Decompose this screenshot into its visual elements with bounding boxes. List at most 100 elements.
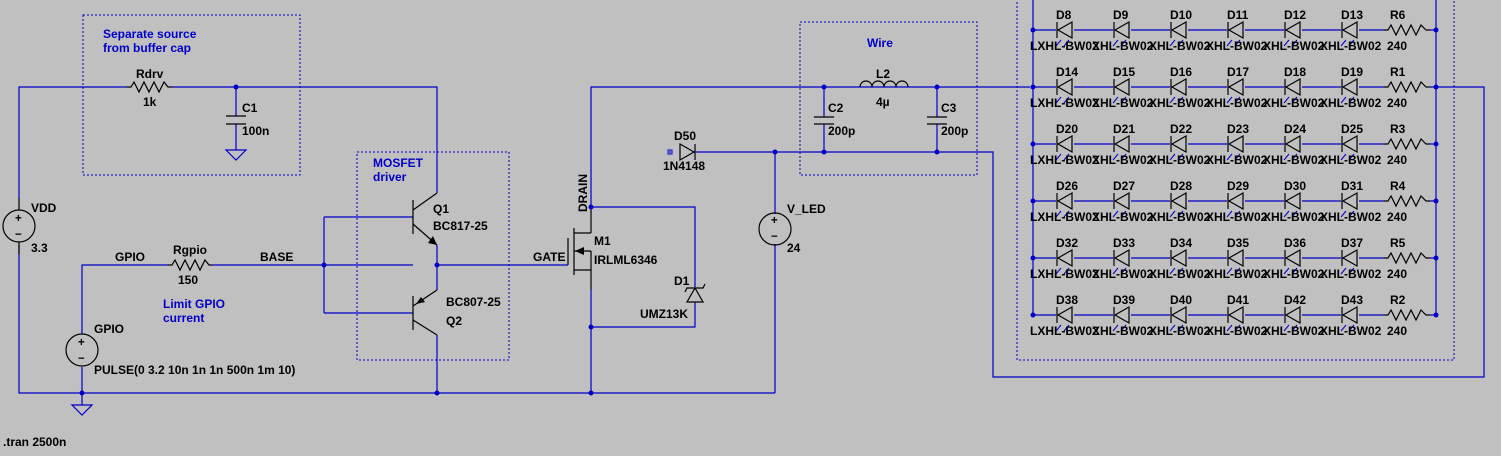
vled-name: V_LED (787, 202, 826, 216)
led-ref-label: D9 (1113, 8, 1129, 22)
d1-zener-diode[interactable] (684, 283, 706, 303)
c3-capacitor[interactable] (927, 116, 947, 125)
led-diode[interactable] (1340, 77, 1359, 104)
vdd-source[interactable]: + − (2, 198, 36, 254)
led-diode[interactable] (1112, 248, 1131, 275)
led-diode[interactable] (1169, 20, 1188, 47)
led-diode[interactable] (1055, 77, 1074, 104)
led-diode[interactable] (1169, 305, 1188, 332)
led-row-resistor[interactable] (1384, 251, 1430, 265)
led-diode[interactable] (1169, 248, 1188, 275)
led-diode[interactable] (1226, 191, 1245, 218)
led-diode[interactable] (1226, 20, 1245, 47)
c3-value: 200p (941, 124, 968, 138)
q2-transistor[interactable] (412, 289, 438, 336)
led-diode[interactable] (1226, 305, 1245, 332)
note-buffer-line2: from buffer cap (103, 41, 191, 55)
led-array: D8LXHL-BW02D9XHL-BW02D10XHL-BW02D11XHL-B… (1030, 0, 1439, 338)
led-model-label: XHL-BW02 (1206, 153, 1268, 167)
led-diode[interactable] (1112, 77, 1131, 104)
resistor-ref-label: R2 (1390, 293, 1406, 307)
resistor-value-label: 240 (1387, 153, 1407, 167)
m1-mosfet[interactable] (567, 207, 592, 290)
rdrv-resistor[interactable] (127, 80, 173, 94)
svg-text:−: − (771, 231, 778, 243)
l2-inductor[interactable] (859, 80, 909, 88)
led-diode[interactable] (1283, 134, 1302, 161)
led-diode[interactable] (1112, 191, 1131, 218)
rgpio-resistor[interactable] (168, 258, 212, 272)
d1-value: UMZ13K (640, 307, 688, 321)
led-diode[interactable] (1055, 248, 1074, 275)
led-row: D38LXHL-BW02D39XHL-BW02D40XHL-BW02D41XHL… (1030, 293, 1439, 338)
led-diode[interactable] (1055, 134, 1074, 161)
d50-diode[interactable] (667, 142, 696, 162)
led-diode[interactable] (1112, 134, 1131, 161)
led-ref-label: D38 (1056, 293, 1078, 307)
led-ref-label: D27 (1113, 179, 1135, 193)
led-ref-label: D42 (1284, 293, 1306, 307)
q1-name: Q1 (433, 202, 449, 216)
c3-name: C3 (941, 101, 957, 115)
l2-value: 4µ (876, 95, 890, 109)
led-diode[interactable] (1283, 305, 1302, 332)
led-model-label: XHL-BW02 (1149, 210, 1211, 224)
led-model-label: LXHL-BW02 (1030, 153, 1099, 167)
net-label-gate: GATE (533, 250, 565, 264)
led-diode[interactable] (1283, 248, 1302, 275)
led-diode[interactable] (1169, 191, 1188, 218)
led-row-resistor[interactable] (1384, 137, 1430, 151)
led-diode[interactable] (1112, 20, 1131, 47)
note-driver-line1: MOSFET (373, 156, 424, 170)
led-model-label: LXHL-BW02 (1030, 267, 1099, 281)
led-ref-label: D24 (1284, 122, 1306, 136)
led-diode[interactable] (1340, 305, 1359, 332)
svg-text:−: − (78, 353, 85, 365)
resistor-value-label: 240 (1387, 267, 1407, 281)
led-diode[interactable] (1226, 248, 1245, 275)
svg-text:−: − (15, 229, 22, 241)
led-row: D32LXHL-BW02D33XHL-BW02D34XHL-BW02D35XHL… (1030, 236, 1439, 281)
vdd-name: VDD (31, 201, 57, 215)
led-ref-label: D33 (1113, 236, 1135, 250)
led-row-resistor[interactable] (1384, 308, 1430, 322)
led-row-resistor[interactable] (1384, 23, 1430, 37)
led-diode[interactable] (1340, 20, 1359, 47)
led-diode[interactable] (1283, 191, 1302, 218)
resistor-ref-label: R3 (1390, 122, 1406, 136)
led-model-label: XHL-BW02 (1206, 96, 1268, 110)
net-label-gpio: GPIO (115, 250, 145, 264)
ground-symbol-c1 (224, 149, 248, 161)
led-diode[interactable] (1169, 134, 1188, 161)
gpio-source[interactable]: + − (65, 333, 99, 367)
q1-transistor[interactable] (412, 192, 438, 246)
led-diode[interactable] (1055, 191, 1074, 218)
led-row: D20LXHL-BW02D21XHL-BW02D22XHL-BW02D23XHL… (1030, 122, 1439, 167)
led-ref-label: D39 (1113, 293, 1135, 307)
vled-source[interactable]: + − (758, 212, 792, 246)
led-diode[interactable] (1340, 248, 1359, 275)
led-diode[interactable] (1055, 305, 1074, 332)
led-diode[interactable] (1112, 305, 1131, 332)
led-diode[interactable] (1283, 77, 1302, 104)
led-diode[interactable] (1340, 191, 1359, 218)
c1-capacitor[interactable] (226, 115, 246, 125)
led-diode[interactable] (1055, 20, 1074, 47)
l2-name: L2 (876, 67, 890, 81)
led-diode[interactable] (1226, 77, 1245, 104)
led-diode[interactable] (1283, 20, 1302, 47)
q2-name: Q2 (446, 314, 462, 328)
led-row: D14LXHL-BW02D15XHL-BW02D16XHL-BW02D17XHL… (1030, 65, 1439, 110)
led-ref-label: D14 (1056, 65, 1078, 79)
c2-capacitor[interactable] (814, 116, 834, 125)
led-diode[interactable] (1340, 134, 1359, 161)
led-row-resistor[interactable] (1384, 80, 1430, 94)
led-row-resistor[interactable] (1384, 194, 1430, 208)
led-diode[interactable] (1226, 134, 1245, 161)
led-model-label: XHL-BW02 (1149, 96, 1211, 110)
led-model-label: XHL-BW02 (1206, 324, 1268, 338)
mosfet-wires (590, 86, 1485, 393)
led-diode[interactable] (1169, 77, 1188, 104)
c2-value: 200p (828, 124, 855, 138)
